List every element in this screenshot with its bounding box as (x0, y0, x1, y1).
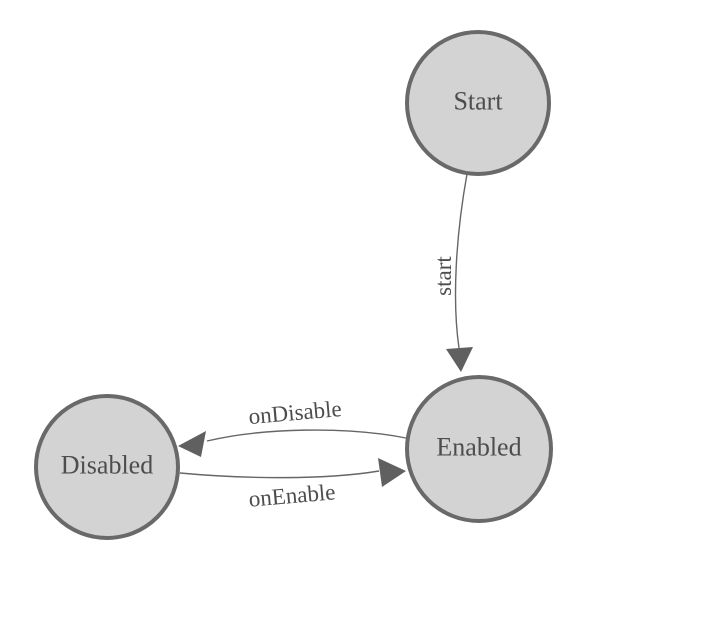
edge-ondisable: onDisable (178, 396, 407, 457)
node-enabled-circle[interactable] (405, 375, 553, 523)
edge-start-arrowhead-icon (446, 347, 473, 372)
edge-onenable-label: onEnable (248, 479, 337, 511)
node-start-circle[interactable] (405, 30, 551, 176)
node-disabled-label: Disabled (61, 451, 153, 480)
edge-start: start (431, 173, 473, 372)
edge-onenable: onEnable (179, 458, 406, 512)
node-disabled-circle[interactable] (34, 394, 180, 540)
edge-ondisable-line (206, 429, 407, 442)
edge-onenable-arrowhead-icon (378, 458, 406, 487)
edge-onenable-line (179, 470, 380, 479)
node-enabled[interactable]: Enabled (405, 375, 553, 523)
edge-start-label: start (431, 256, 456, 296)
node-enabled-label: Enabled (436, 433, 521, 462)
node-start[interactable]: Start (405, 30, 551, 176)
edge-start-line (454, 173, 468, 349)
edge-ondisable-label: onDisable (248, 396, 343, 429)
node-start-label: Start (453, 87, 503, 116)
node-disabled[interactable]: Disabled (34, 394, 180, 540)
edge-ondisable-arrowhead-icon (178, 431, 206, 457)
